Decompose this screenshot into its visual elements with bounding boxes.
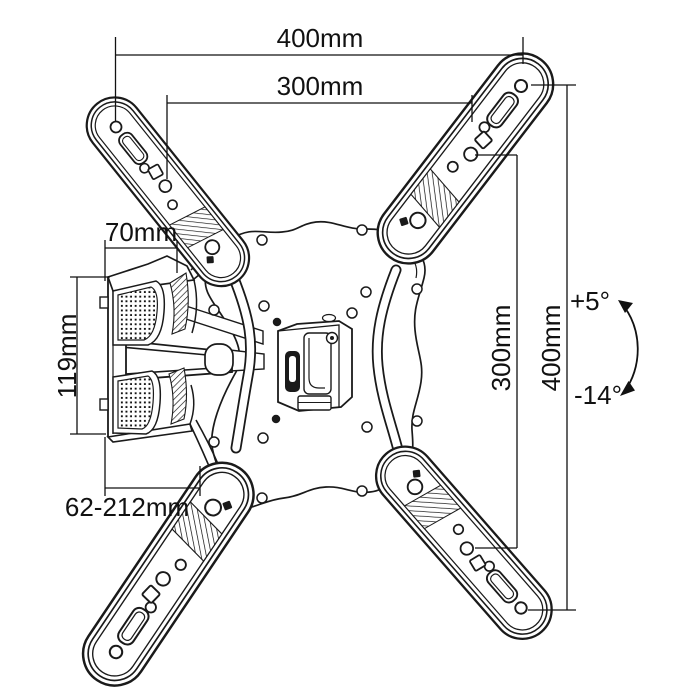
tilt-arrowhead-up [618, 300, 633, 313]
dim-top-width: 400mm [114, 23, 524, 121]
dim-extension-range-label: 62-212mm [65, 492, 189, 522]
lower-hatch [168, 367, 188, 425]
tilt-bracket [277, 313, 353, 412]
dim-top-inner-width: 300mm [166, 71, 473, 179]
tilt-arc-arrow [620, 302, 639, 394]
dim-top-inner-width-label: 300mm [277, 71, 364, 101]
vesa-arm-bottom-right [362, 433, 565, 653]
wall-anchor-tab-lower [99, 398, 109, 411]
tilt-annotation: +5° -14° [570, 286, 639, 410]
tilt-arrowhead-down [620, 381, 635, 396]
vesa-arm-top-right [364, 39, 567, 278]
dim-right-outer-height-label: 400mm [536, 305, 566, 392]
tilt-down-label: -14° [574, 380, 622, 410]
lower-dot-texture [117, 375, 155, 430]
dim-right-inner-height-label: 300mm [486, 305, 516, 392]
wall-anchor-tab-upper [99, 296, 109, 309]
dim-wall-depth: 70mm [104, 217, 178, 281]
dim-right-outer-height: 400mm [528, 84, 576, 611]
plate-holes [208, 224, 423, 504]
tilt-up-label: +5° [570, 286, 610, 316]
dim-extension-range: 62-212mm [65, 437, 201, 522]
dim-right-inner-height: 300mm [475, 154, 518, 549]
wall-plate-bottom-face [106, 423, 194, 443]
wall-bracket-assembly [99, 245, 265, 479]
upper-dot-texture [117, 286, 158, 341]
upper-hatch [169, 272, 189, 335]
dim-top-width-label: 400mm [277, 23, 364, 53]
arm-elbow-joint [204, 343, 234, 376]
dim-wall-depth-label: 70mm [105, 217, 177, 247]
plate-curved-slots [227, 264, 403, 454]
dim-wall-height: 119mm [52, 276, 110, 435]
dim-wall-height-label: 119mm [52, 314, 82, 399]
